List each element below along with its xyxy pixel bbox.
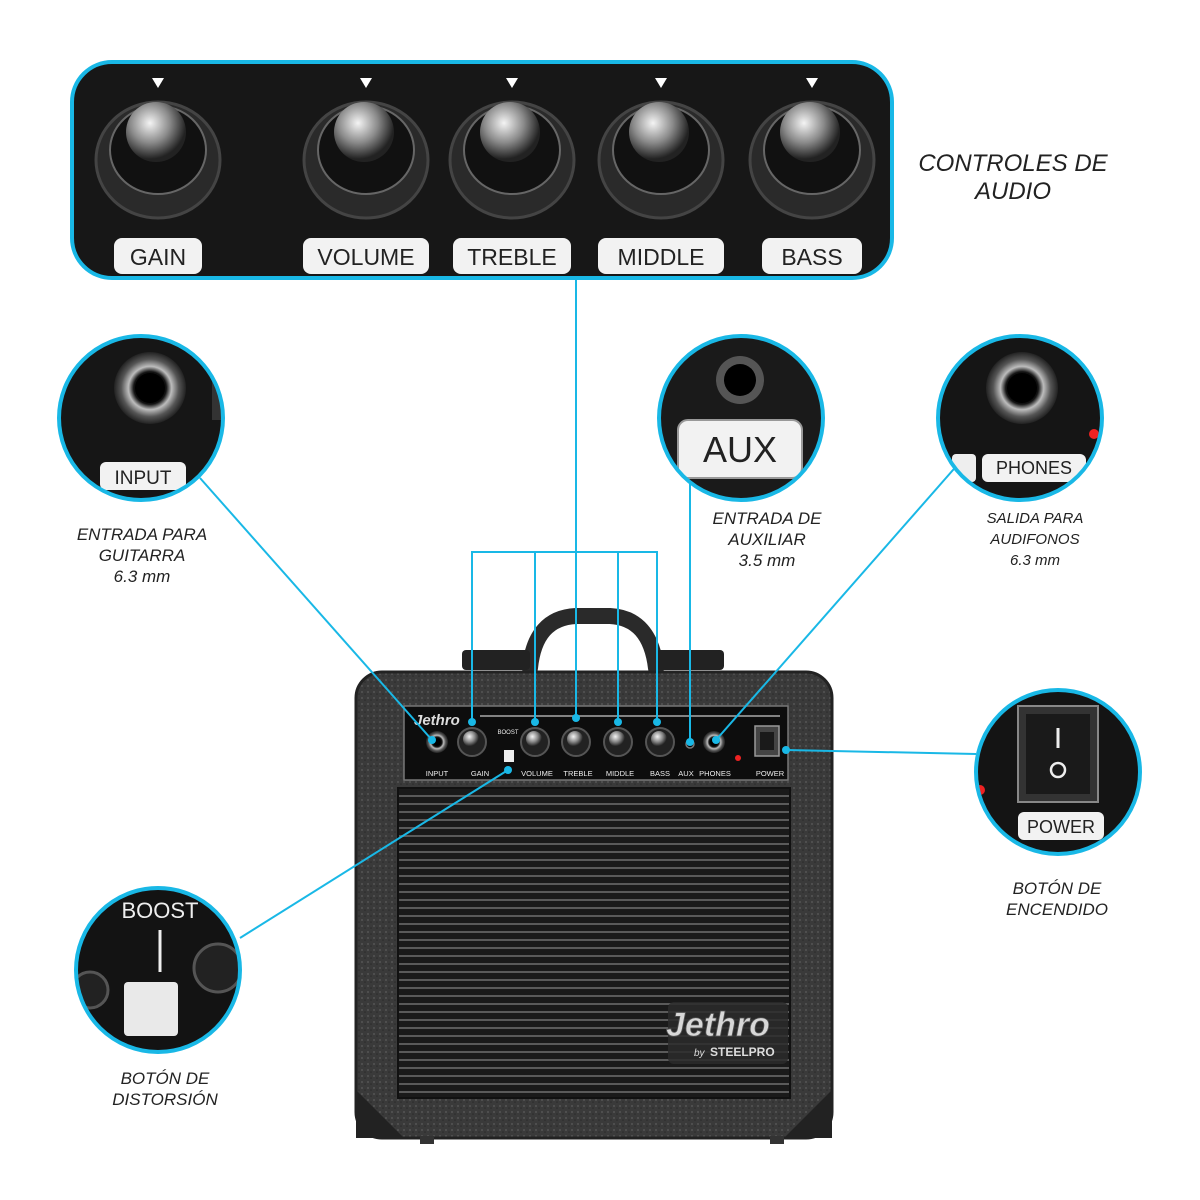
input-zoom-label: INPUT xyxy=(115,468,172,489)
svg-text:POWER: POWER xyxy=(756,769,785,778)
panel-middle-knob xyxy=(603,727,633,757)
panel-volume-knob xyxy=(520,727,550,757)
panel-boost-switch xyxy=(504,750,514,762)
zoom-knob-5 xyxy=(748,78,876,220)
input-zoom-circle: INPUT xyxy=(57,334,225,502)
svg-text:TREBLE: TREBLE xyxy=(563,769,592,778)
zoom-knob-label-5: BASS xyxy=(762,238,862,274)
zoom-knob-3 xyxy=(448,78,576,220)
panel-label-gain: GAIN xyxy=(471,769,489,778)
callout-dots xyxy=(428,714,790,774)
zoom-knob-label-2: VOLUME xyxy=(303,238,429,274)
panel-label-phones: PHONES xyxy=(699,769,731,778)
svg-text:by: by xyxy=(694,1048,706,1059)
panel-gain-knob xyxy=(457,727,487,757)
phones-caption: SALIDA PARA AUDIFONOS 6.3 mm xyxy=(986,510,1084,569)
svg-text:VOLUME: VOLUME xyxy=(521,769,553,778)
panel-treble-knob xyxy=(561,727,591,757)
svg-text:BASS: BASS xyxy=(781,244,842,270)
panel-label-bass: BASS xyxy=(650,769,670,778)
aux-caption: ENTRADA DE AUXILIAR 3.5 mm xyxy=(712,509,822,570)
zoom-knob-label-3: TREBLE xyxy=(453,238,571,274)
svg-text:Jethro: Jethro xyxy=(666,1006,770,1044)
panel-power-switch xyxy=(754,725,780,757)
amplifier: Jethro INPUT GAIN VOLUME TREBLE MIDDLE BASS AU… xyxy=(354,608,834,1144)
panel-label-boost: BOOST xyxy=(497,730,518,736)
input-caption: ENTRADA PARA GUITARRA 6.3 mm xyxy=(76,525,208,586)
amp-handle xyxy=(522,608,664,676)
callout-lines xyxy=(199,278,977,939)
panel-label-aux: AUX xyxy=(678,769,693,778)
panel-label-middle: MIDDLE xyxy=(606,769,634,778)
panel-label-treble: TREBLE xyxy=(563,769,592,778)
svg-text:AUX: AUX xyxy=(678,769,693,778)
zoom-knob-label-4: MIDDLE xyxy=(598,238,724,274)
svg-text:INPUT: INPUT xyxy=(426,769,449,778)
boost-zoom-circle: BOOST xyxy=(74,886,242,1054)
controls-zoom-panel: GAIN VOLUME TREBLE MIDDLE BASS xyxy=(70,60,894,280)
svg-text:GAIN: GAIN xyxy=(130,244,186,270)
svg-text:BASS: BASS xyxy=(650,769,670,778)
aux-zoom-circle: AUX xyxy=(657,334,825,502)
panel-bass-knob xyxy=(645,727,675,757)
panel-label-power: POWER xyxy=(756,769,785,778)
panel-label-volume: VOLUME xyxy=(521,769,553,778)
zoom-knob-1 xyxy=(94,78,222,220)
panel-brand-logo: Jethro xyxy=(414,712,460,729)
controls-caption: CONTROLES DE AUDIO xyxy=(918,150,1108,205)
panel-label-input: INPUT xyxy=(426,769,449,778)
power-zoom-label: POWER xyxy=(1027,817,1095,837)
svg-text:PHONES: PHONES xyxy=(699,769,731,778)
zoom-knob-4 xyxy=(597,78,725,220)
svg-text:GAIN: GAIN xyxy=(471,769,489,778)
svg-text:STEELPRO: STEELPRO xyxy=(710,1045,775,1059)
svg-text:TREBLE: TREBLE xyxy=(467,244,556,270)
svg-text:MIDDLE: MIDDLE xyxy=(606,769,634,778)
boost-caption: BOTÓN DE DISTORSIÓN xyxy=(112,1069,218,1109)
svg-text:MIDDLE: MIDDLE xyxy=(618,244,705,270)
zoom-knob-2 xyxy=(302,78,430,220)
brand-badge: Jethro by STEELPRO xyxy=(666,1002,788,1064)
zoom-knob-label-1: GAIN xyxy=(114,238,202,274)
phones-zoom-label: PHONES xyxy=(996,458,1072,478)
power-zoom-circle: POWER xyxy=(974,688,1142,856)
boost-zoom-label: BOOST xyxy=(121,898,198,923)
phones-zoom-circle: PHONES xyxy=(936,334,1104,502)
aux-zoom-label: AUX xyxy=(703,429,777,470)
power-led xyxy=(735,755,741,761)
svg-text:VOLUME: VOLUME xyxy=(317,244,414,270)
power-caption: BOTÓN DE ENCENDIDO xyxy=(1005,879,1108,919)
